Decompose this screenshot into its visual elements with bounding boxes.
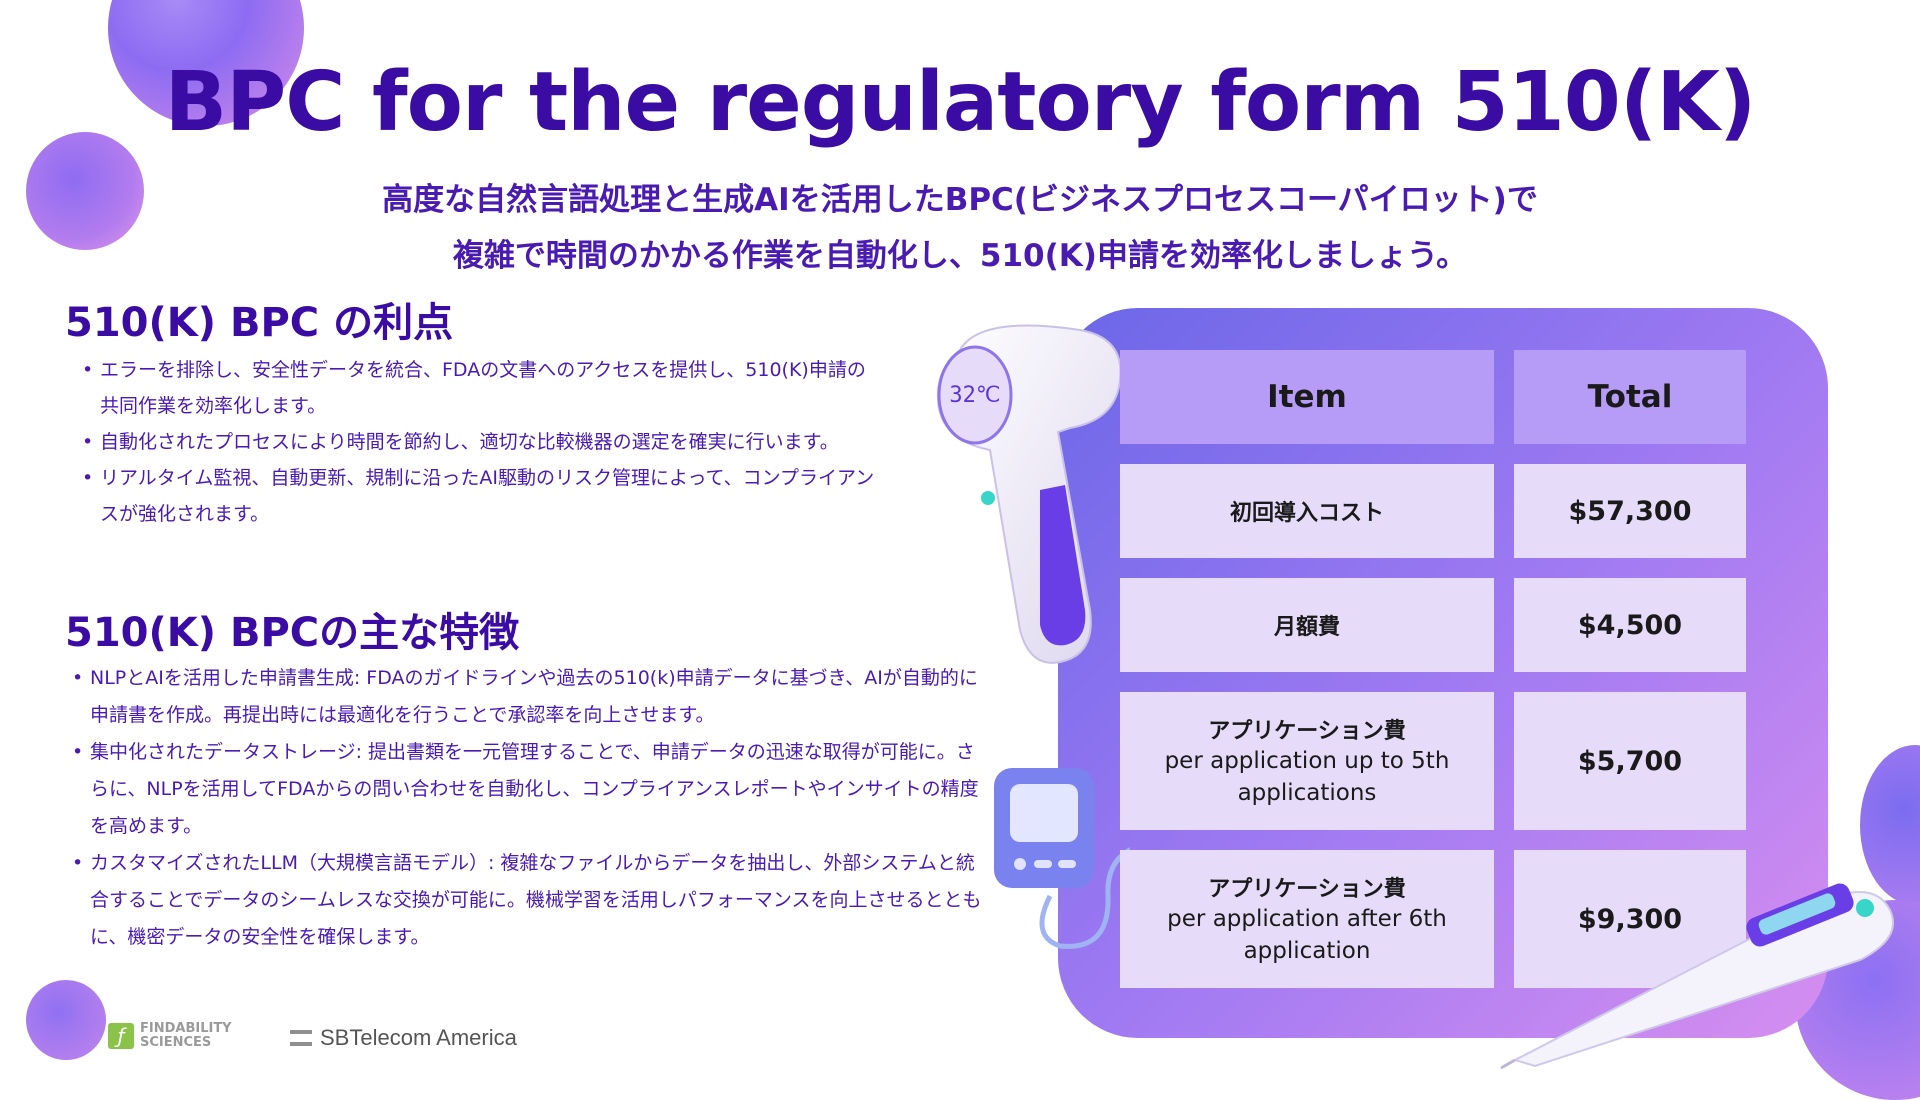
- item-name: アプリケーション費: [1208, 719, 1406, 744]
- column-header-item: Item: [1120, 350, 1494, 444]
- item-description: per application up to 5th applications: [1164, 748, 1450, 806]
- sbtelecom-logo: SBTelecom America: [290, 1025, 517, 1051]
- pricing-table: Item Total 初回導入コスト $57,300 月額費 $4,500 アプ…: [1120, 350, 1746, 988]
- item-name: 初回導入コスト: [1229, 501, 1384, 526]
- item-total: $57,300: [1568, 495, 1692, 527]
- advantages-list: エラーを排除し、安全性データを統合、FDAの文書へのアクセスを提供し、510(K…: [82, 352, 882, 532]
- table-cell-item: 月額費: [1120, 578, 1494, 672]
- findability-mark-icon: ƒ: [108, 1023, 134, 1049]
- features-list: NLPとAIを活用した申請書生成: FDAのガイドラインや過去の510(k)申請…: [72, 660, 992, 956]
- item-total: $4,500: [1577, 609, 1683, 641]
- findability-sciences-logo: ƒ FINDABILITY SCIENCES: [108, 1022, 280, 1050]
- page-subtitle: 高度な自然言語処理と生成AIを活用したBPC(ビジネスプロセスコーパイロット)で…: [180, 172, 1740, 284]
- list-item: リアルタイム監視、自動更新、規制に沿ったAI駆動のリスク管理によって、コンプライ…: [82, 460, 882, 532]
- item-description: per application after 6th application: [1167, 906, 1447, 964]
- list-item: NLPとAIを活用した申請書生成: FDAのガイドラインや過去の510(k)申請…: [72, 660, 992, 734]
- blood-pressure-monitor-icon: [994, 768, 1130, 949]
- subtitle-line-1: 高度な自然言語処理と生成AIを活用したBPC(ビジネスプロセスコーパイロット)で: [382, 182, 1538, 218]
- decorative-circle: [26, 132, 144, 250]
- sbtelecom-logo-text: SBTelecom America: [320, 1025, 517, 1050]
- features-heading: 510(K) BPCの主な特徴: [65, 610, 520, 656]
- item-total: $5,700: [1577, 745, 1683, 777]
- column-header-total: Total: [1514, 350, 1746, 444]
- table-cell-total: $57,300: [1514, 464, 1746, 558]
- table-cell-total: $4,500: [1514, 578, 1746, 672]
- thermometer-gun-icon: 32℃: [936, 324, 1122, 664]
- thermometer-reading: 32℃: [949, 383, 1000, 408]
- item-total: $9,300: [1577, 903, 1683, 935]
- sbtelecom-mark-icon: [290, 1030, 312, 1046]
- item-name: 月額費: [1273, 615, 1340, 640]
- list-item: 集中化されたデータストレージ: 提出書類を一元管理することで、申請データの迅速な…: [72, 734, 992, 845]
- table-cell-item: アプリケーション費 per application up to 5th appl…: [1120, 692, 1494, 830]
- page-title: BPC for the regulatory form 510(K): [164, 55, 1757, 150]
- digital-thermometer-icon: [1500, 883, 1895, 1070]
- list-item: 自動化されたプロセスにより時間を節約し、適切な比較機器の選定を確実に行います。: [82, 424, 882, 460]
- subtitle-line-2: 複雑で時間のかかる作業を自動化し、510(K)申請を効率化しましょう。: [452, 238, 1468, 274]
- table-cell-total: $5,700: [1514, 692, 1746, 830]
- table-cell-item: 初回導入コスト: [1120, 464, 1494, 558]
- table-cell-item: アプリケーション費 per application after 6th appl…: [1120, 850, 1494, 988]
- findability-logo-text: FINDABILITY SCIENCES: [140, 1021, 232, 1050]
- advantages-heading: 510(K) BPC の利点: [65, 300, 454, 346]
- list-item: エラーを排除し、安全性データを統合、FDAの文書へのアクセスを提供し、510(K…: [82, 352, 882, 424]
- list-item: カスタマイズされたLLM（大規模言語モデル）: 複雑なファイルからデータを抽出し…: [72, 845, 992, 956]
- decorative-circle: [26, 980, 106, 1060]
- item-name: アプリケーション費: [1208, 877, 1406, 902]
